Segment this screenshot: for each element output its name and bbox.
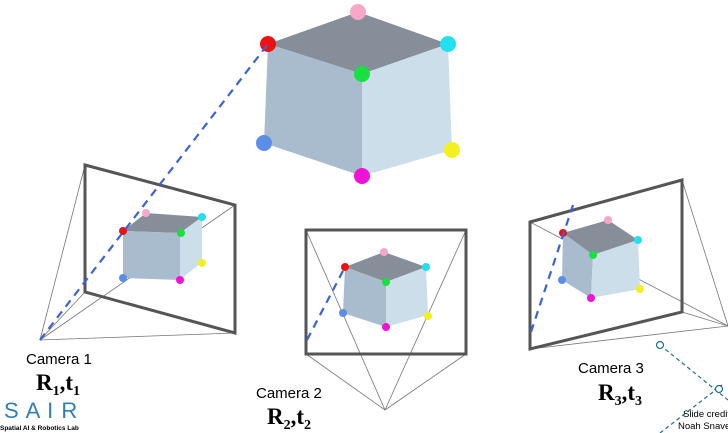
corner-point-front-top: [354, 66, 370, 82]
logo-tagline: Spatial AI & Robotics Lab: [0, 425, 79, 432]
corner-point-left-bottom: [256, 135, 272, 151]
camera-3: Camera 3 R3,t3: [528, 178, 728, 409]
slide-credit: Slide credit: Noah Snavely: [655, 340, 728, 433]
projection-line: [39, 291, 86, 341]
camera-label: Camera 2: [256, 385, 322, 402]
projection-ray: [39, 43, 269, 341]
projection-line: [39, 332, 236, 341]
cube-left-face: [264, 44, 362, 176]
projection-ray: [306, 266, 346, 341]
projection-line: [529, 325, 728, 350]
credit-line-1: Slide credit:: [683, 409, 728, 420]
corner-point-front-bottom: [354, 168, 370, 184]
credit-decoration-line: [659, 384, 723, 433]
credit-line-2: Noah Snavely: [678, 421, 728, 432]
camera-2: Camera 2 R2,t2: [256, 228, 468, 433]
camera-pose: R2,t2: [267, 404, 311, 433]
projected-cube: [339, 248, 432, 331]
projection-line: [305, 353, 386, 411]
camera-label: Camera 1: [26, 351, 92, 368]
credit-decoration-dot: [655, 340, 665, 350]
credit-decoration-dot: [714, 384, 724, 394]
logo-letters: S A I R: [4, 398, 78, 423]
sair-logo: S A I R Spatial AI & Robotics Lab: [0, 398, 79, 432]
projected-cube: [119, 209, 206, 284]
camera-1: Camera 1 R1,t1: [26, 43, 269, 399]
projection-line: [681, 179, 728, 327]
corner-point-right-top: [440, 36, 456, 52]
projected-cube: [558, 216, 644, 302]
projection-line: [681, 311, 728, 327]
projection-line: [384, 229, 467, 411]
image-plane: [528, 178, 684, 351]
image-plane: [83, 163, 237, 335]
projection-line: [384, 353, 467, 411]
cube-top-face: [268, 12, 448, 74]
camera-pose: R1,t1: [36, 370, 80, 399]
main-cube: [256, 4, 460, 184]
cube-right-face: [362, 44, 452, 176]
corner-point-back-top: [350, 4, 366, 20]
image-plane: [304, 228, 468, 356]
corner-point-right-bottom: [444, 142, 460, 158]
projection-line: [305, 229, 386, 411]
projection-line: [39, 164, 86, 341]
camera-label: Camera 3: [578, 360, 644, 377]
camera-pose: R3,t3: [598, 380, 642, 409]
